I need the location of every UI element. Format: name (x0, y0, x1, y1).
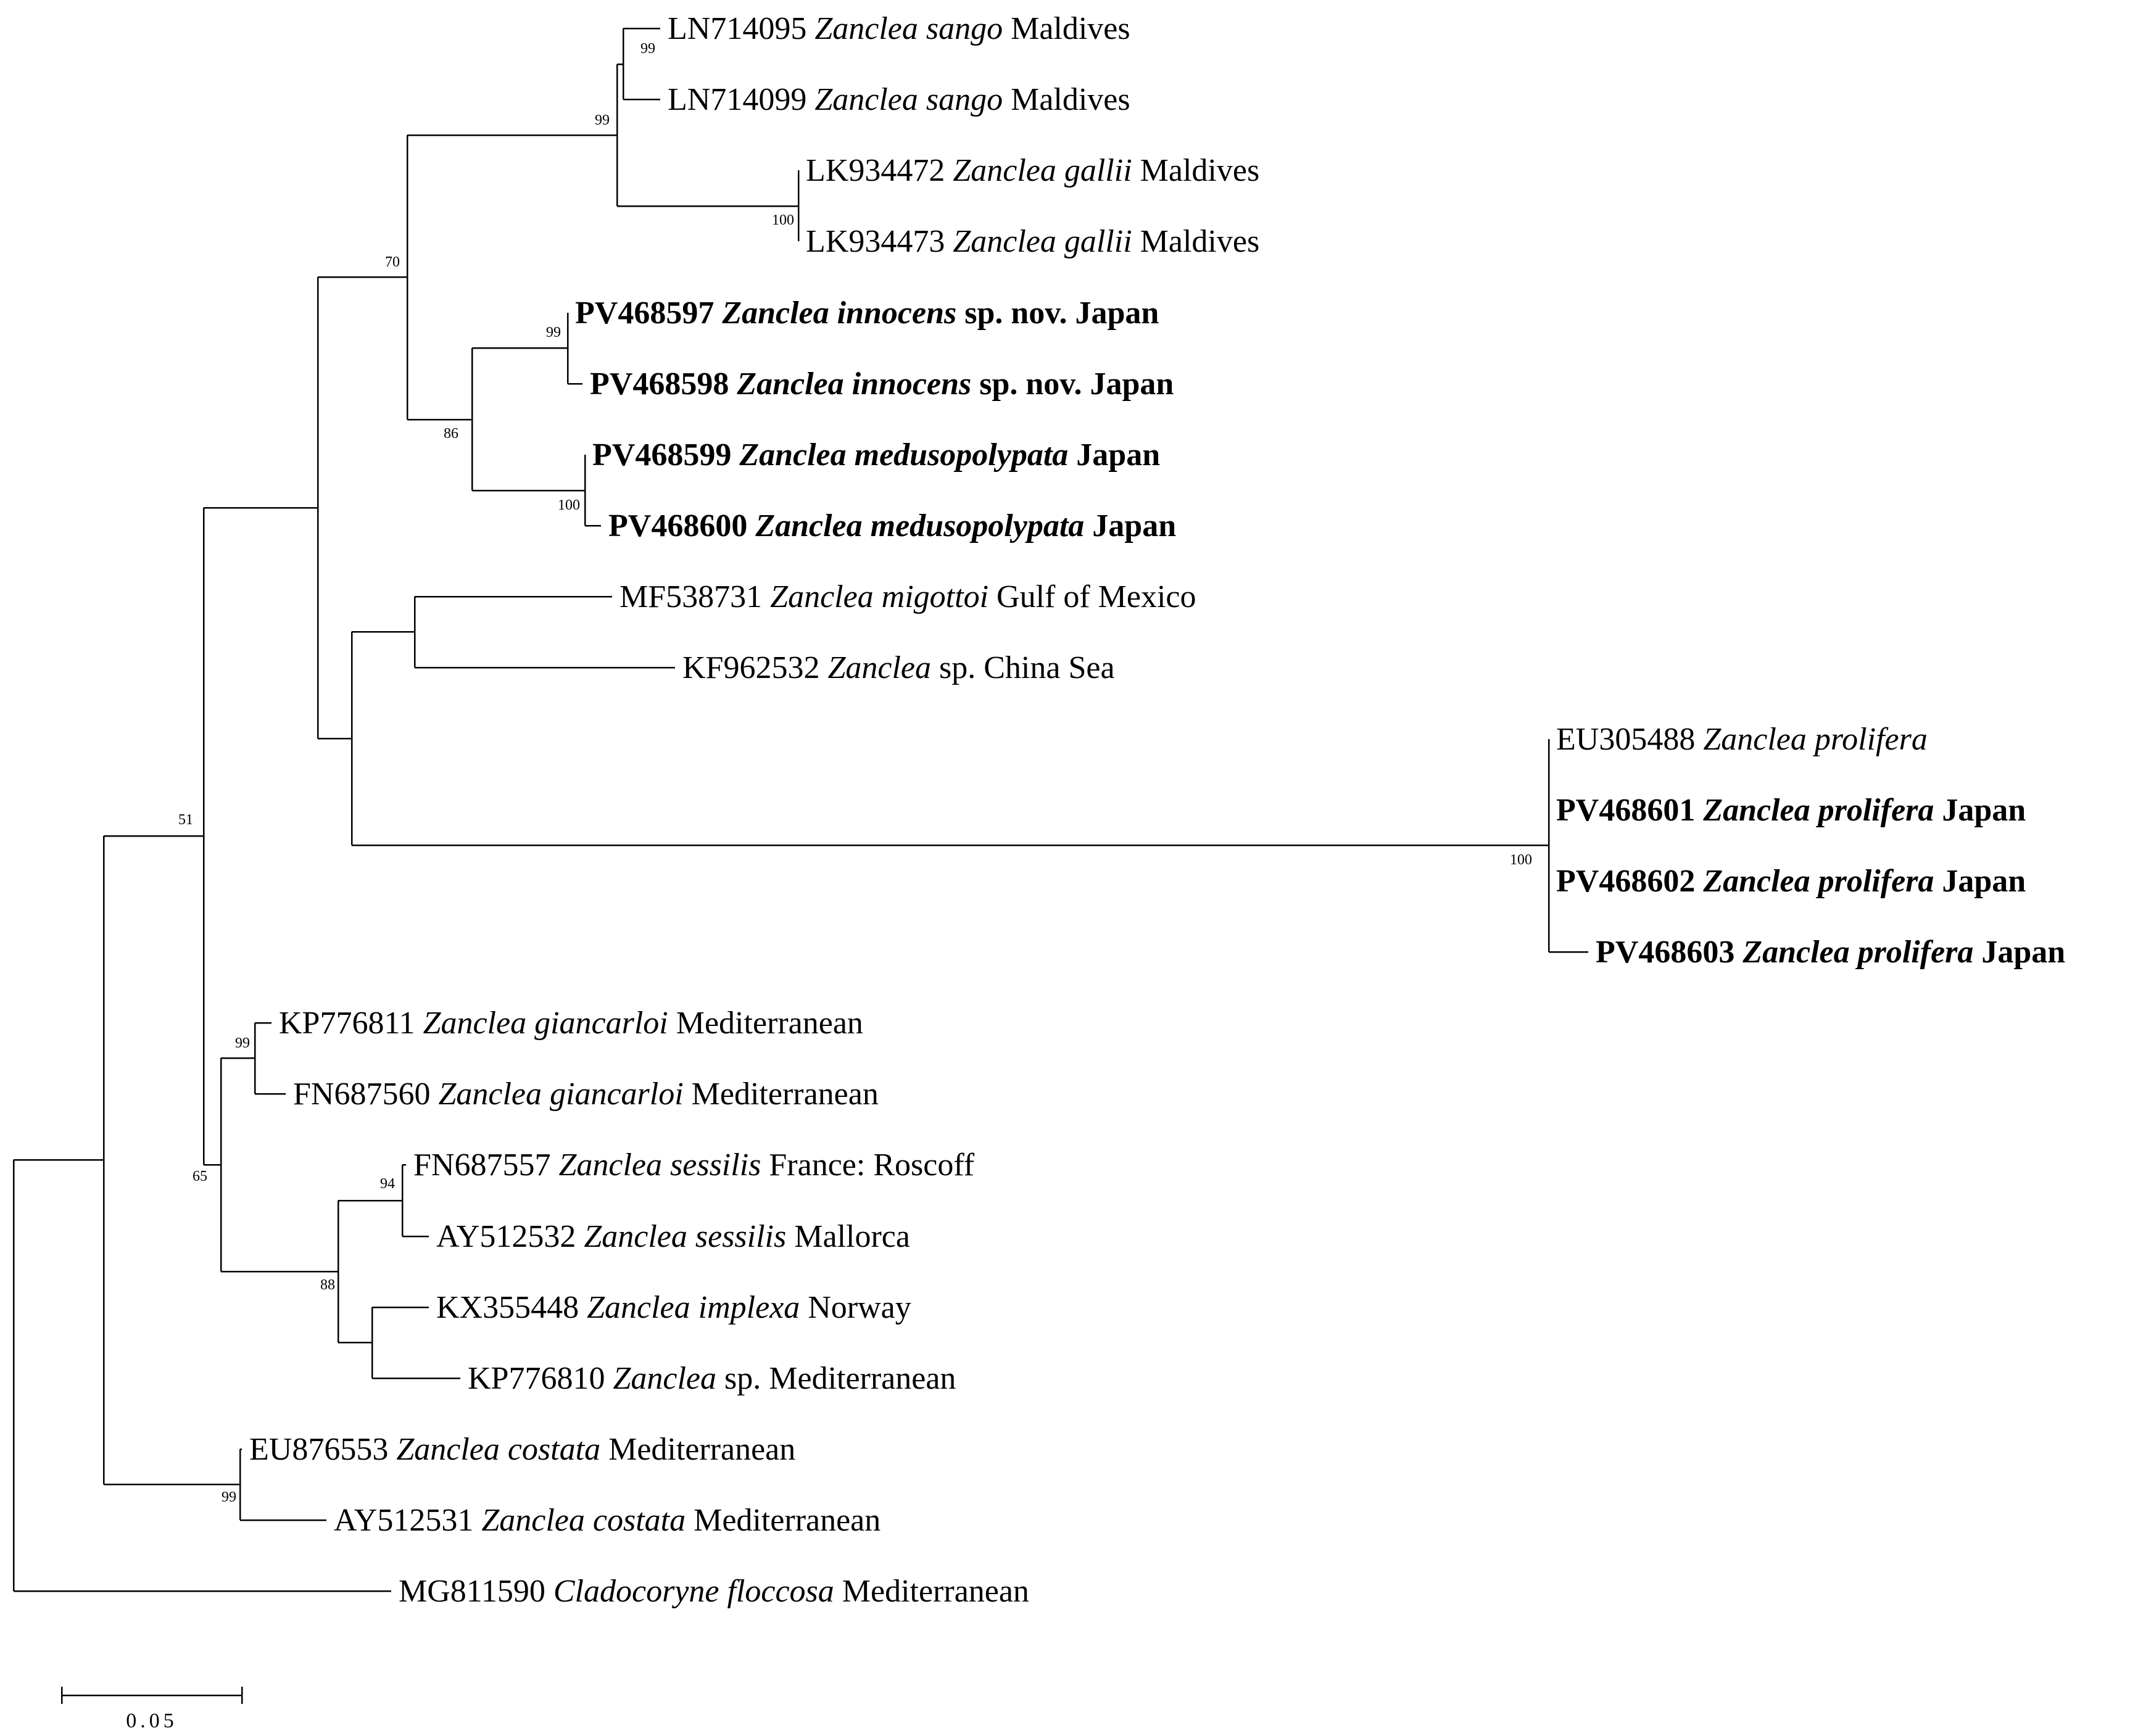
taxon-label: EU876553 Zanclea costata Mediterranean (249, 1432, 795, 1467)
bootstrap-value: 51 (178, 812, 193, 828)
taxon-label: PV468602 Zanclea prolifera Japan (1556, 864, 2026, 899)
scale-bar-label: 0.05 (126, 1709, 178, 1732)
bootstrap-value: 99 (595, 112, 610, 128)
taxon-label: PV468597 Zanclea innocens sp. nov. Japan (575, 296, 1159, 331)
taxon-label: KX355448 Zanclea implexa Norway (436, 1290, 911, 1325)
taxon-label: KP776810 Zanclea sp. Mediterranean (468, 1361, 956, 1396)
bootstrap-value: 99 (546, 324, 561, 341)
bootstrap-value: 99 (235, 1035, 250, 1051)
bootstrap-value: 70 (385, 254, 400, 270)
scale-bar: 0.05 (60, 1687, 243, 1732)
taxon-label: PV468600 Zanclea medusopolypata Japan (608, 508, 1176, 544)
taxon-label: PV468601 Zanclea prolifera Japan (1556, 793, 2026, 828)
taxon-label: LK934473 Zanclea gallii Maldives (806, 224, 1259, 259)
taxon-label: PV468603 Zanclea prolifera Japan (1596, 935, 2065, 970)
bootstrap-value: 99 (222, 1489, 236, 1505)
taxon-label: PV468598 Zanclea innocens sp. nov. Japan (590, 366, 1174, 402)
taxon-label: KP776811 Zanclea giancarloi Mediterranea… (279, 1006, 863, 1041)
taxon-label: LK934472 Zanclea gallii Maldives (806, 153, 1259, 188)
taxon-label: EU305488 Zanclea prolifera (1556, 722, 1928, 757)
bootstrap-value: 100 (1510, 852, 1532, 868)
bootstrap-value: 99 (640, 41, 655, 57)
support-values: 99 99 100 99 100 86 70 100 51 99 94 88 65 99 (178, 41, 1532, 1505)
bootstrap-value: 86 (444, 426, 458, 442)
taxon-label: MG811590 Cladocoryne floccosa Mediterran… (399, 1574, 1029, 1609)
bootstrap-value: 65 (193, 1168, 207, 1184)
taxon-label: LN714099 Zanclea sango Maldives (668, 82, 1130, 117)
bootstrap-value: 100 (558, 497, 580, 513)
scale-bar-line (60, 1687, 243, 1704)
taxon-label: FN687560 Zanclea giancarloi Mediterranea… (293, 1077, 879, 1112)
taxon-label: MF538731 Zanclea migottoi Gulf of Mexico (619, 579, 1196, 614)
taxon-labels: LN714095 Zanclea sango MaldivesLN714099 … (249, 11, 2065, 1609)
taxon-label: AY512532 Zanclea sessilis Mallorca (436, 1219, 910, 1254)
bootstrap-value: 88 (320, 1277, 335, 1293)
taxon-label: LN714095 Zanclea sango Maldives (668, 11, 1130, 46)
bootstrap-value: 100 (772, 212, 794, 228)
taxon-label: FN687557 Zanclea sessilis France: Roscof… (413, 1147, 975, 1183)
taxon-label: PV468599 Zanclea medusopolypata Japan (592, 437, 1160, 473)
taxon-label: KF962532 Zanclea sp. China Sea (682, 650, 1115, 685)
taxon-label: AY512531 Zanclea costata Mediterranean (334, 1503, 880, 1538)
tree-branches (12, 27, 1588, 1592)
bootstrap-value: 94 (380, 1176, 395, 1192)
